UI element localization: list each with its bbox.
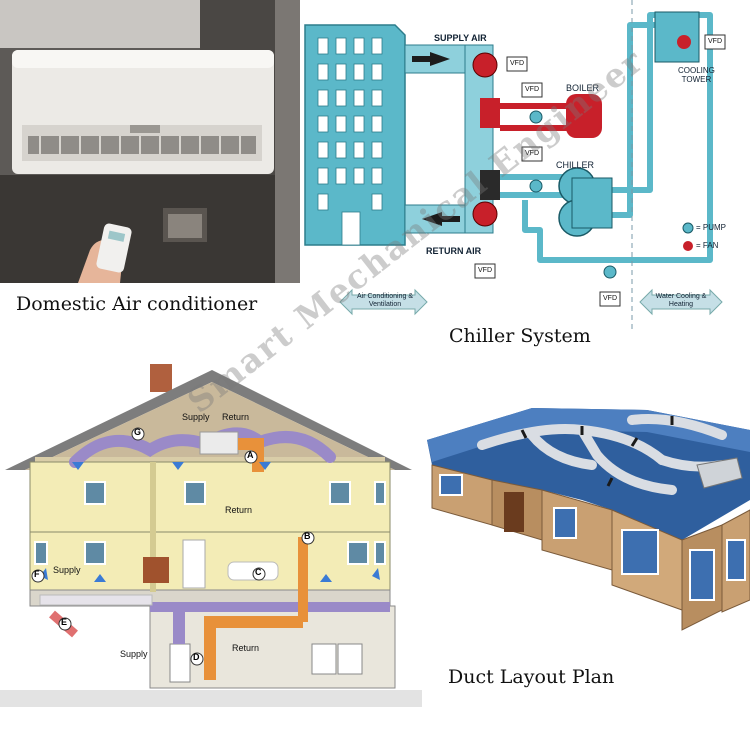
vfd-label: VFD: [525, 150, 539, 157]
boiler-shape: [566, 94, 602, 138]
zone-water-line1: Water Cooling &: [655, 293, 707, 300]
return-air-label: RETURN AIR: [426, 246, 482, 256]
vfd-label: VFD: [708, 38, 722, 45]
marker-c: C: [255, 567, 262, 577]
caption-domestic-air-conditioner: Domestic Air conditioner: [16, 293, 258, 315]
house-ductwork-diagram: G A B C D E F Supply Return Return Suppl…: [0, 362, 422, 707]
boiler-label: BOILER: [566, 83, 600, 93]
caption-duct-layout-plan: Duct Layout Plan: [448, 666, 615, 688]
marker-a: A: [247, 450, 254, 460]
return-label-basement: Return: [232, 643, 260, 653]
domestic-ac-photo: [0, 0, 300, 283]
supply-label-attic: Supply: [182, 412, 210, 422]
zone-air-line2: Ventilation: [368, 301, 402, 308]
marker-b: B: [304, 531, 311, 541]
vfd-label: VFD: [478, 267, 492, 274]
chiller-system-diagram: SUPPLY AIR RETURN AIR BOILER CHILLER COO…: [300, 0, 750, 330]
marker-f: F: [34, 569, 40, 579]
vfd-label: VFD: [525, 86, 539, 93]
return-label-upper: Return: [225, 505, 253, 515]
vfd-label: VFD: [510, 60, 524, 67]
zone-air-conditioning-label: Air Conditioning & Ventilation: [356, 293, 414, 309]
duct-layout-plan-diagram: [422, 390, 750, 652]
supply-label-basement: Supply: [120, 649, 148, 659]
zone-water-line2: Heating: [668, 301, 694, 308]
marker-d: D: [193, 652, 200, 662]
legend-pump-label: = PUMP: [696, 223, 727, 232]
zone-water-cooling-label: Water Cooling & Heating: [652, 293, 710, 309]
chiller-label: CHILLER: [556, 160, 595, 170]
cooling-tower-line1: COOLING: [678, 66, 715, 75]
caption-chiller-system: Chiller System: [449, 325, 591, 347]
vfd-label: VFD: [603, 295, 617, 302]
cooling-tower-label: COOLING TOWER: [678, 66, 715, 84]
cooling-tower-line2: TOWER: [681, 75, 712, 84]
supply-label-main: Supply: [53, 565, 81, 575]
return-label-attic: Return: [222, 412, 250, 422]
zone-air-line1: Air Conditioning &: [356, 293, 414, 300]
marker-g: G: [134, 427, 142, 437]
marker-e: E: [61, 617, 68, 627]
supply-air-label: SUPPLY AIR: [434, 33, 487, 43]
legend-fan-label: = FAN: [696, 241, 719, 250]
